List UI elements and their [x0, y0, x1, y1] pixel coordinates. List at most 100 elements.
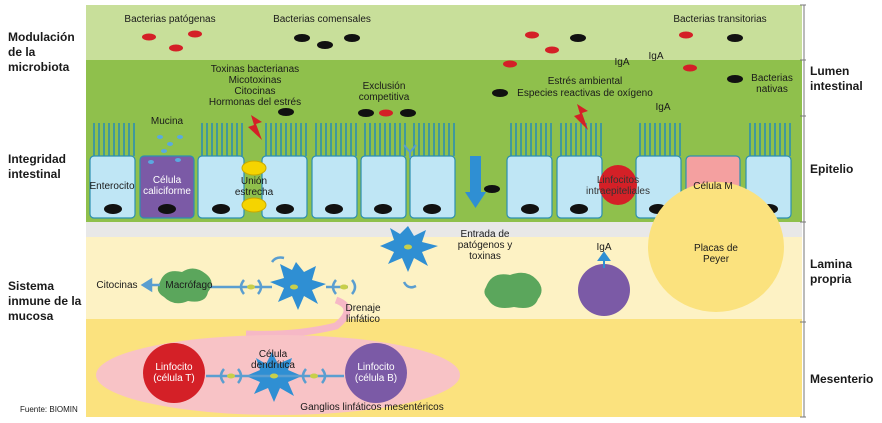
bacterium-black — [727, 75, 743, 83]
iga-y-icon — [403, 144, 417, 158]
receptor-cup — [237, 368, 243, 384]
receptor-cup — [219, 368, 225, 384]
label-exclusion: Exclusión competitiva — [358, 81, 410, 103]
label-celula-m: Célula M — [693, 181, 733, 192]
antigen-dot — [404, 244, 412, 250]
cytokine-arrow-icon — [140, 277, 160, 293]
label-estres: Estrés ambiental — [547, 76, 623, 87]
label-epitelio: Epitelio — [810, 162, 854, 176]
macrophage-cell — [157, 268, 212, 304]
label-placas: Placas de Peyer — [694, 243, 738, 265]
mucin-dot — [161, 149, 167, 153]
receptor-hook — [402, 281, 417, 289]
b-cell-plasma — [578, 264, 630, 316]
label-linfocitos-intra: Linfocitos intraepiteliales — [586, 175, 650, 197]
separator-band — [86, 222, 802, 237]
receptor-cup — [351, 279, 357, 295]
label-mesenterio: Mesenterio — [810, 372, 874, 386]
bacterium-red — [503, 60, 517, 68]
label-linfocito-b: Linfocito (célula B) — [354, 362, 398, 384]
bacterium-black — [358, 109, 374, 117]
epithelial-cells — [89, 155, 792, 219]
nucleus — [570, 204, 588, 214]
label-bacterias-transitorias: Bacterias transitorias — [673, 14, 767, 25]
enterocyte-cell — [311, 155, 358, 219]
label-hormonas: Hormonas del estrés — [208, 97, 302, 108]
enterocyte-cell — [409, 155, 456, 219]
receptor-cup — [239, 279, 245, 295]
bacteria-comensales — [278, 34, 743, 193]
nucleus — [104, 204, 122, 214]
entry-arrow-icon — [465, 156, 486, 208]
nucleus — [374, 204, 392, 214]
antigen-dot — [290, 284, 298, 290]
nucleus — [423, 204, 441, 214]
antigen-dots — [247, 244, 412, 290]
antigen-dot — [270, 373, 278, 379]
label-iga-2: IgA — [648, 51, 664, 62]
tight-junction — [241, 160, 267, 213]
enterocyte-cell — [506, 155, 553, 219]
bacterium-black — [484, 185, 500, 193]
nucleus — [212, 204, 230, 214]
bacterium-red — [188, 30, 202, 38]
label-caliciforme: Célula caliciforme — [143, 175, 191, 197]
label-bacterias-nativas: Bacterias nativas — [751, 73, 793, 95]
entry-arrow-shaft — [470, 156, 481, 194]
bacterium-red — [545, 46, 559, 54]
cytokine-arrow-head — [140, 277, 153, 293]
bacterium-red — [169, 44, 183, 52]
node-receptors — [219, 368, 327, 384]
green-cell — [484, 272, 542, 308]
goblet-cell — [139, 155, 195, 219]
bacterium-black — [344, 34, 360, 42]
label-modulacion: Modulación de la microbiota — [8, 30, 75, 74]
stress-bolt-icon — [248, 115, 262, 140]
mucin-dot — [175, 158, 181, 162]
iga-arrow-icon — [597, 251, 611, 268]
enterocyte-cell — [89, 155, 136, 219]
label-macrofago: Macrófago — [165, 280, 213, 291]
bacterium-red — [679, 31, 693, 39]
enterocyte-cell — [360, 155, 407, 219]
antigen-dot — [310, 373, 318, 379]
receptor-cup — [331, 279, 337, 295]
bacterium-black — [400, 109, 416, 117]
bacterium-red — [142, 33, 156, 41]
antigen-dot — [227, 373, 235, 379]
bacterium-black — [278, 108, 294, 116]
mucin-dot — [167, 142, 173, 146]
bacterium-black — [492, 89, 508, 97]
antigen-dot — [247, 284, 255, 290]
bacterium-red — [683, 64, 697, 72]
iga-antibodies — [403, 144, 417, 158]
label-enterocito: Enterocito — [89, 181, 135, 192]
label-iga-1: IgA — [614, 57, 630, 68]
bacterium-black — [294, 34, 310, 42]
label-integridad: Integridad intestinal — [8, 152, 67, 181]
label-dendritica: Célula dendrítica — [251, 349, 295, 371]
junction-oval — [241, 197, 267, 213]
bacterium-black — [317, 41, 333, 49]
entry-arrow-head — [465, 192, 486, 208]
receptor-cup — [321, 368, 327, 384]
lymphatic-drain — [245, 296, 351, 338]
bacterium-red — [525, 31, 539, 39]
mucin-dot — [177, 135, 183, 139]
nucleus — [325, 204, 343, 214]
label-citocinas-top: Citocinas — [234, 86, 276, 97]
bacterium-black — [570, 34, 586, 42]
b-cell — [345, 343, 407, 403]
lumen-lower-band — [86, 60, 802, 122]
label-toxinas: Toxinas bacterianas — [210, 64, 300, 75]
cell-nuclei — [104, 204, 778, 214]
receptor-hook — [270, 256, 285, 263]
label-lumen: Lumen intestinal — [810, 64, 863, 93]
label-especies: Especies reactivas de oxígeno — [517, 88, 653, 99]
intraepithelial-lymphocyte — [599, 165, 637, 205]
enterocyte-cell — [261, 155, 308, 219]
t-cell — [143, 343, 205, 403]
antigen-dot — [340, 284, 348, 290]
label-iga-3: IgA — [655, 102, 671, 113]
